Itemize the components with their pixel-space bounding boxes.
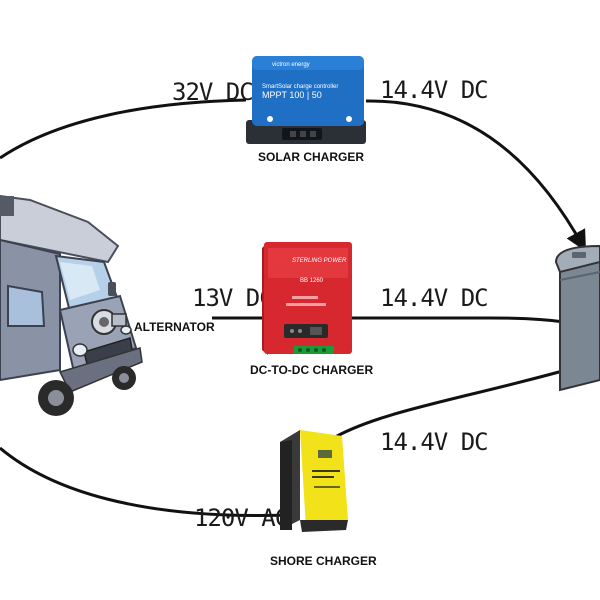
- edge-dcdc-to-battery: [352, 311, 589, 333]
- solar-model-line1: SmartSolar charge controller: [262, 84, 338, 90]
- edge-label-alternator-to-dcdc: 13V DC: [192, 284, 273, 312]
- shore-charger: [280, 430, 348, 532]
- solar-charger: victron energy SmartSolar charge control…: [246, 56, 366, 144]
- shore-charger-caption: SHORE CHARGER: [270, 554, 377, 568]
- edge-label-van-to-solar: 32V DC: [172, 78, 253, 106]
- van-icon: [0, 194, 143, 416]
- edge-label-dcdc-to-battery: 14.4V DC: [380, 284, 488, 312]
- dcdc-model-text: BB 1260: [300, 278, 324, 284]
- edge-van-to-solar: [0, 98, 247, 160]
- alternator-caption: ALTERNATOR: [134, 320, 215, 334]
- dc-dc-charger: STERLING POWER BB 1260: [262, 242, 352, 355]
- edge-solar-to-battery: [365, 99, 587, 252]
- dcdc-brand-text: STERLING POWER: [292, 258, 347, 264]
- solar-model-line2: MPPT 100 | 50: [262, 90, 322, 100]
- edge-label-solar-to-battery: 14.4V DC: [380, 76, 488, 104]
- edge-label-van-to-shore: 120V AC: [194, 504, 288, 532]
- battery-icon: [554, 244, 600, 392]
- edge-van-to-shore: [0, 446, 291, 518]
- alternator-icon: [91, 309, 127, 335]
- solar-charger-caption: SOLAR CHARGER: [258, 150, 364, 164]
- edge-label-shore-to-battery: 14.4V DC: [380, 428, 488, 456]
- dc-dc-charger-caption: DC-TO-DC CHARGER: [250, 363, 373, 377]
- solar-brand-text: victron energy: [272, 62, 310, 68]
- edge-shore-to-battery: [329, 359, 589, 442]
